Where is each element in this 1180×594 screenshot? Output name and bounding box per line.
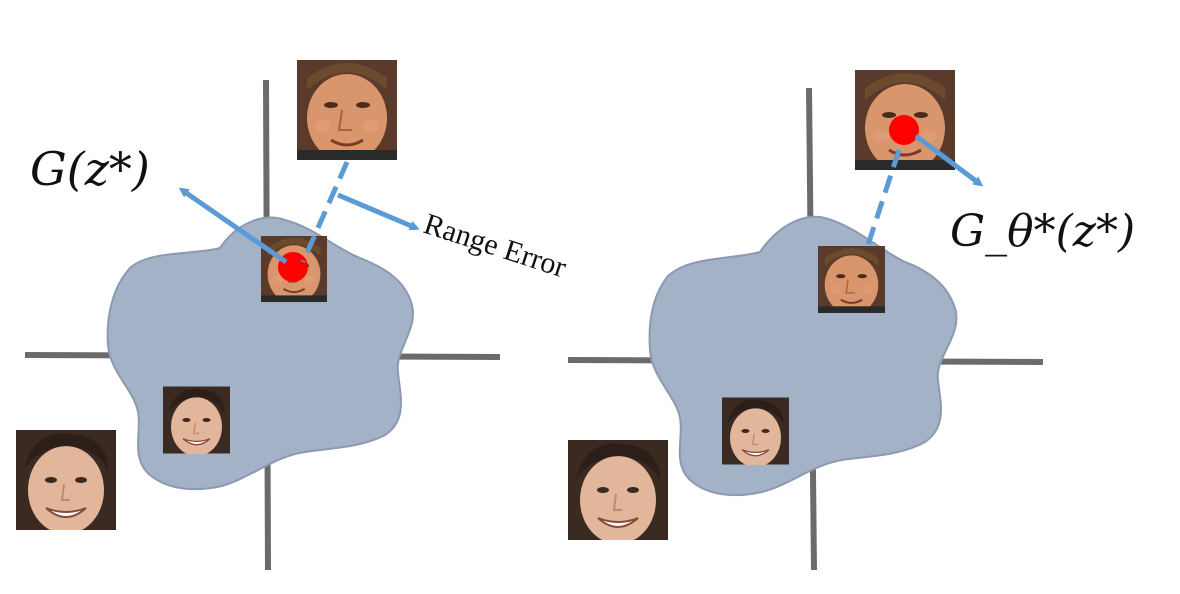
left-generator-label: G(z*) bbox=[30, 142, 150, 196]
left-panel: G(z*) Range Error bbox=[16, 60, 570, 571]
right-generator-arrow bbox=[914, 134, 984, 187]
right-generated-face bbox=[818, 246, 885, 313]
left-range-error-arrow bbox=[337, 192, 420, 231]
right-outside-face bbox=[568, 440, 668, 540]
right-dashed-line bbox=[865, 149, 902, 246]
left-in-range-face bbox=[163, 386, 230, 454]
right-red-marker bbox=[889, 115, 919, 145]
left-target-face bbox=[297, 60, 397, 160]
left-outside-face bbox=[16, 430, 116, 530]
left-range-blob bbox=[106, 216, 414, 491]
range-error-label: Range Error bbox=[420, 207, 570, 284]
right-in-range-face bbox=[722, 397, 789, 465]
left-red-marker bbox=[278, 252, 308, 282]
right-panel: G_θ*(z*) bbox=[567, 70, 1135, 571]
right-range-blob bbox=[648, 215, 958, 497]
right-generator-label: G_θ*(z*) bbox=[950, 206, 1135, 257]
left-dashed-line bbox=[300, 160, 350, 264]
left-generator-arrow bbox=[178, 187, 288, 265]
